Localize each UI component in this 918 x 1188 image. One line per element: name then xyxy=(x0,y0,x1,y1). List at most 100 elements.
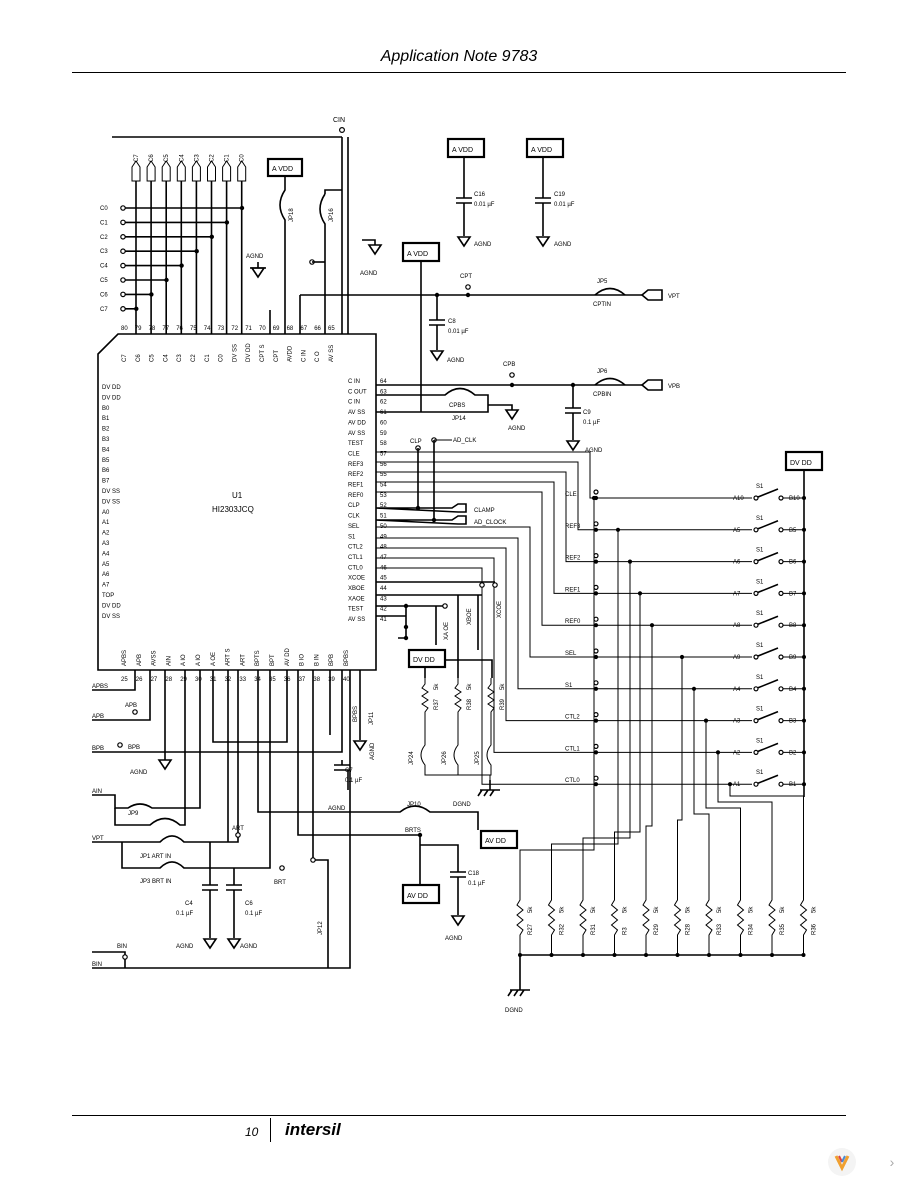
c-connector-label: C6 xyxy=(149,154,155,162)
svg-text:AGND: AGND xyxy=(445,936,463,942)
pullup-ref: R38 xyxy=(467,698,473,710)
c-connector-icon xyxy=(191,160,201,182)
footer-rule xyxy=(72,1115,846,1116)
switch-label: S1 xyxy=(756,675,764,681)
svg-text:JP6: JP6 xyxy=(597,369,608,375)
switch-label: S1 xyxy=(756,516,764,522)
switch-net-wire xyxy=(376,526,752,658)
bottom-pin-name: B IO xyxy=(300,654,306,666)
switch-net-label: CLE xyxy=(565,492,577,498)
svg-text:JP11: JP11 xyxy=(369,711,375,725)
switch-b-terminal xyxy=(778,781,784,787)
pulldown-ref: R35 xyxy=(780,923,786,935)
switch-label: S1 xyxy=(756,484,764,490)
c-junction-dot xyxy=(194,249,199,254)
svg-text:BIN: BIN xyxy=(92,962,102,968)
svg-text:VPT: VPT xyxy=(92,836,104,842)
next-page-chevron-icon[interactable]: › xyxy=(889,1154,895,1170)
right-pin-name: REF1 xyxy=(348,483,364,489)
avdd-supply-3: A VDD xyxy=(401,241,441,412)
switch-a-terminal xyxy=(753,558,759,565)
svg-text:0.1 µF: 0.1 µF xyxy=(176,911,193,917)
c-input-terminal xyxy=(120,234,126,240)
avdd-supply-left: A VDD xyxy=(266,157,304,178)
pulldown-value: 5k xyxy=(686,906,692,913)
switch-net-wire xyxy=(376,557,752,753)
bottom-pin-number: 26 xyxy=(136,677,143,683)
svg-text:0.01 µF: 0.01 µF xyxy=(448,329,469,335)
right-pin-name: C OUT xyxy=(348,389,367,395)
top-pin-number: 68 xyxy=(287,326,294,332)
switch-net-wire xyxy=(376,461,752,531)
svg-text:CPTIN: CPTIN xyxy=(593,302,611,308)
right-pin-number: 45 xyxy=(380,576,387,582)
dgnd-symbols: DGND DGND xyxy=(453,780,530,1014)
c-connector-label: C2 xyxy=(210,154,216,162)
switch-lever xyxy=(757,520,779,530)
left-pin-label: B4 xyxy=(102,447,110,453)
switch-test-point xyxy=(593,616,599,622)
pulldown-ref: R34 xyxy=(749,923,755,935)
switch-a-label: A4 xyxy=(733,687,741,693)
switch-dvdd-dot xyxy=(802,655,806,659)
switch-net-label: REF0 xyxy=(565,619,581,625)
switch-a-label: A7 xyxy=(733,591,741,597)
left-pin-label: DV DD xyxy=(102,395,121,401)
c-input-terminal xyxy=(120,291,126,298)
switch-b-label: B3 xyxy=(789,719,797,725)
top-pin-number: 80 xyxy=(121,326,128,332)
svg-text:VPT: VPT xyxy=(668,294,680,300)
c-input-terminal xyxy=(120,262,126,269)
right-pin-name: AV SS xyxy=(348,617,365,623)
switch-lever xyxy=(757,679,779,689)
svg-text:CPB: CPB xyxy=(503,362,515,368)
switch-dvdd-dot xyxy=(802,623,806,628)
switch-test-point xyxy=(593,648,599,654)
c-junction-dot xyxy=(134,306,139,311)
switch-dvdd-dot xyxy=(802,750,806,755)
bottom-left-nets: APBS APB APB BPB BPB AIN JP9 VPT JP1 ART… xyxy=(92,670,519,969)
switch-net-label: CTL2 xyxy=(565,715,580,721)
bottom-pin-name: AIN xyxy=(166,656,172,666)
pulldown-ref: R32 xyxy=(560,923,566,935)
pulldown-junction-dot xyxy=(801,953,806,957)
svg-text:AGND: AGND xyxy=(360,271,378,277)
pulldown-ref: R33 xyxy=(717,923,723,935)
bottom-pin-name: A IO xyxy=(181,654,187,666)
bottom-pin-name: AVSS xyxy=(152,650,158,666)
right-pin-number: 43 xyxy=(380,596,387,602)
svg-text:C8: C8 xyxy=(448,319,456,325)
ic-ref: U1 xyxy=(232,491,243,500)
right-pin-name: XCOE xyxy=(348,576,365,582)
right-pin-name: CTL2 xyxy=(348,545,363,551)
right-pin-name: CTL1 xyxy=(348,555,363,561)
switch-net-wire xyxy=(376,537,752,690)
pulldown-junction-dot xyxy=(644,953,648,957)
switch-b-label: B5 xyxy=(789,528,797,534)
app-logo-icon[interactable] xyxy=(828,1148,856,1176)
left-pin-label: A7 xyxy=(102,583,110,589)
right-pin-name: XAOE xyxy=(348,596,365,602)
page-number: 10 xyxy=(245,1125,259,1139)
pulldown-junction-dot xyxy=(581,953,585,957)
switch-label: S1 xyxy=(756,770,764,776)
right-pin-name: XBOE xyxy=(348,586,365,592)
right-pin-name: CLK xyxy=(348,514,360,520)
top-pin-number: 79 xyxy=(135,326,142,332)
pulldown-resistor-bank: R275kR325kR315kR35kR295kR285kR335kR345kR… xyxy=(516,498,818,957)
right-pin-number: 49 xyxy=(380,534,387,540)
c-input-terminal xyxy=(120,277,126,283)
avdd-supply-2: A VDD C19 0.01 µF AGND xyxy=(525,137,575,248)
top-pin-name: CPT S xyxy=(260,344,266,362)
right-pin-name: C IN xyxy=(348,400,360,406)
c-connector-label: C0 xyxy=(240,154,246,162)
svg-text:AGND: AGND xyxy=(474,242,492,248)
cin-label: CIN xyxy=(333,117,345,124)
svg-text:DGND: DGND xyxy=(505,1008,523,1014)
svg-text:0.01 µF: 0.01 µF xyxy=(554,202,575,208)
top-pin-name: CPT xyxy=(274,350,280,362)
svg-text:JP14: JP14 xyxy=(452,416,466,422)
right-pin-number: 44 xyxy=(380,586,387,592)
